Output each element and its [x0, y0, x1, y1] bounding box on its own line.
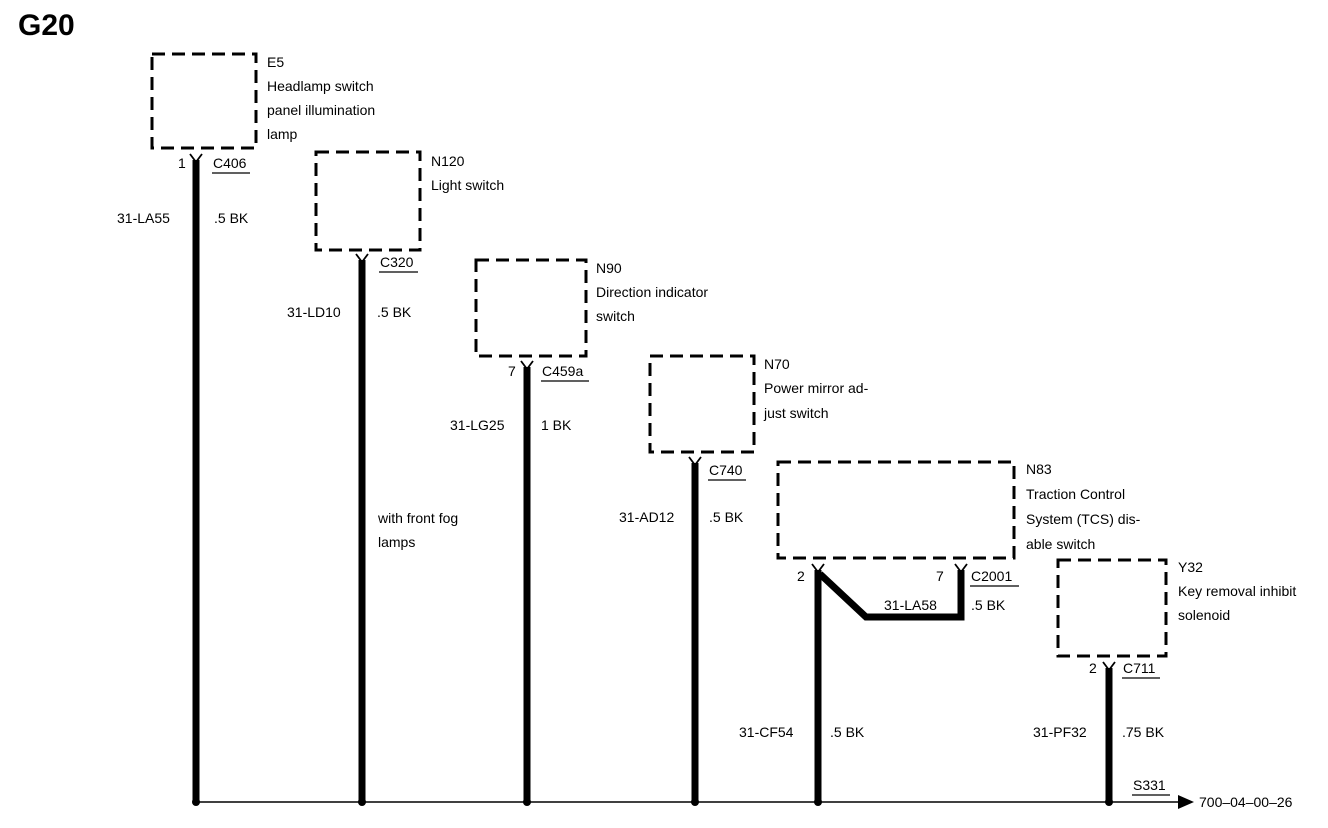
n120-wire-size: .5 BK: [377, 304, 412, 320]
splice-dot: [358, 798, 366, 806]
component-y32: Y32 Key removal inhibit solenoid 2 C711 …: [1033, 558, 1296, 802]
n83-desc-3: able switch: [1026, 536, 1095, 552]
y32-pin: 2: [1089, 660, 1097, 676]
n83-connector: C2001: [971, 568, 1012, 584]
n83-pin-right: 7: [936, 568, 944, 584]
n120-connector: C320: [380, 254, 414, 270]
n90-wire-size: 1 BK: [541, 417, 572, 433]
e5-wire-size: .5 BK: [214, 210, 249, 226]
n120-desc-1: Light switch: [431, 177, 504, 193]
splice-dot: [1105, 798, 1113, 806]
n83-box: [776, 460, 1016, 560]
n83-jumper-wire: [817, 570, 965, 621]
n70-desc-1: Power mirror ad-: [764, 380, 869, 396]
y32-box: [1056, 558, 1168, 658]
ground-reference: 700–04–00–26: [1199, 794, 1293, 810]
n83-code: N83: [1026, 461, 1052, 477]
n90-wire-code: 31-LG25: [450, 417, 505, 433]
n90-desc-2: switch: [596, 308, 635, 324]
n70-wire-code: 31-AD12: [619, 509, 674, 525]
n83-wire-code: 31-CF54: [739, 724, 794, 740]
y32-wire-code: 31-PF32: [1033, 724, 1087, 740]
e5-pin: 1: [178, 155, 186, 171]
y32-desc-2: solenoid: [1178, 607, 1230, 623]
y32-code: Y32: [1178, 559, 1203, 575]
n83-jumper-code: 31-LA58: [884, 597, 937, 613]
splice-dot: [814, 798, 822, 806]
ground-arrow-icon: [1178, 795, 1194, 809]
n120-box: [314, 150, 422, 252]
n70-box: [648, 354, 756, 454]
e5-desc-3: lamp: [267, 126, 298, 142]
n90-code: N90: [596, 260, 622, 276]
y32-desc-1: Key removal inhibit: [1178, 583, 1296, 599]
e5-box: [150, 52, 258, 150]
y32-wire-size: .75 BK: [1122, 724, 1165, 740]
e5-desc-1: Headlamp switch: [267, 78, 374, 94]
e5-connector: C406: [213, 155, 247, 171]
n90-desc-1: Direction indicator: [596, 284, 708, 300]
n120-wire-code: 31-LD10: [287, 304, 341, 320]
n83-pin-left: 2: [797, 568, 805, 584]
n70-wire-size: .5 BK: [709, 509, 744, 525]
n70-desc-2: just switch: [763, 405, 829, 421]
n83-jumper-size: .5 BK: [971, 597, 1006, 613]
component-n120: N120 Light switch C320 31-LD10 .5 BK wit…: [287, 150, 504, 802]
ground-bus: S331 700–04–00–26: [192, 777, 1293, 810]
e5-wire-code: 31-LA55: [117, 210, 170, 226]
y32-connector: C711: [1123, 660, 1156, 676]
n70-code: N70: [764, 356, 790, 372]
component-n83: N83 Traction Control System (TCS) dis- a…: [739, 460, 1141, 802]
component-e5: E5 Headlamp switch panel illumination la…: [117, 52, 375, 802]
n120-note-2: lamps: [378, 534, 415, 550]
e5-desc-2: panel illumination: [267, 102, 375, 118]
component-n90: N90 Direction indicator switch 7 C459a 3…: [450, 258, 708, 802]
splice-dot: [192, 798, 200, 806]
n120-note-1: with front fog: [377, 510, 458, 526]
splice-dot: [523, 798, 531, 806]
n83-wire-size: .5 BK: [830, 724, 865, 740]
n83-desc-1: Traction Control: [1026, 486, 1125, 502]
ground-splice: S331: [1133, 777, 1166, 793]
n90-connector: C459a: [542, 363, 583, 379]
n90-pin: 7: [508, 363, 516, 379]
component-n70: N70 Power mirror ad- just switch C740 31…: [619, 354, 869, 802]
splice-dot: [691, 798, 699, 806]
n83-desc-2: System (TCS) dis-: [1026, 511, 1141, 527]
n120-code: N120: [431, 153, 465, 169]
diagram-title: G20: [18, 9, 75, 42]
e5-code: E5: [267, 54, 284, 70]
n90-box: [474, 258, 588, 358]
n70-connector: C740: [709, 462, 743, 478]
